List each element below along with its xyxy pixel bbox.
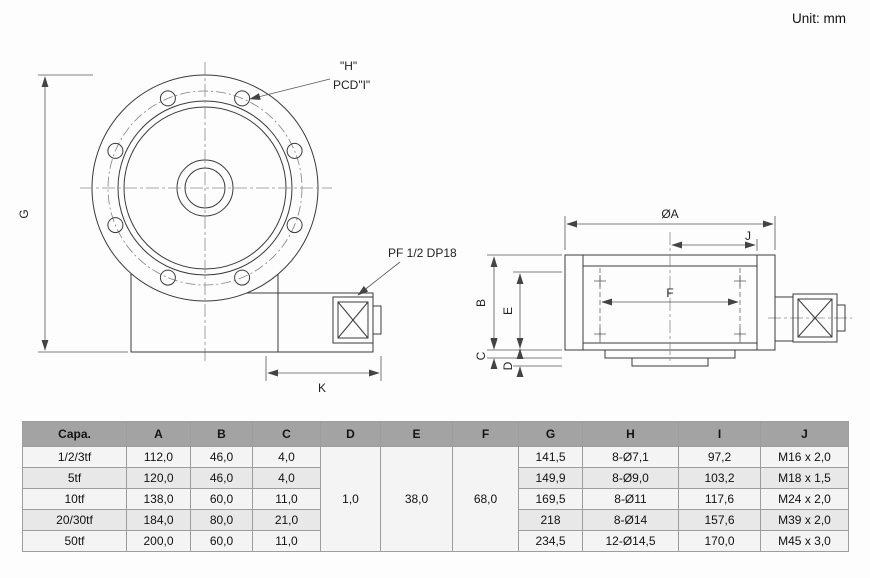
col-header-j: J	[760, 421, 849, 447]
technical-drawing: G K "H" PCD"I" PF 1/2 DP18	[17, 59, 852, 395]
col-header-a: A	[126, 421, 191, 447]
cable-connector-front	[332, 296, 382, 344]
col-header-i: I	[678, 421, 761, 447]
cell-a: 112,0	[126, 446, 191, 468]
cell-c: 4,0	[252, 446, 321, 468]
cell-i: 157,6	[678, 509, 761, 531]
cell-c: 11,0	[252, 530, 321, 552]
dim-label-j: J	[745, 229, 751, 243]
col-header-capa: Capa.	[22, 421, 127, 447]
cell-capa: 50tf	[22, 530, 127, 552]
label-pcd-i: PCD"I"	[333, 78, 370, 92]
side-view	[564, 232, 852, 367]
pcd-leader-line	[249, 78, 331, 100]
label-h: "H"	[340, 59, 357, 73]
cell-h: 12-Ø14,5	[582, 530, 679, 552]
cell-i: 117,6	[678, 488, 761, 510]
cell-a: 120,0	[126, 467, 191, 489]
side-dimensions	[487, 216, 776, 378]
cell-a: 138,0	[126, 488, 191, 510]
cell-c: 21,0	[252, 509, 321, 531]
dim-label-b: B	[474, 299, 488, 307]
cell-j: M39 x 2,0	[760, 509, 849, 531]
cell-a: 200,0	[126, 530, 191, 552]
cell-j: M45 x 3,0	[760, 530, 849, 552]
cell-j: M24 x 2,0	[760, 488, 849, 510]
table-row: 50tf 200,0 60,0 11,0 234,5 12-Ø14,5 170,…	[22, 530, 849, 552]
front-dimensions	[38, 74, 401, 381]
cell-h: 8-Ø14	[582, 509, 679, 531]
label-pf: PF 1/2 DP18	[388, 246, 457, 260]
dim-label-g: G	[17, 209, 31, 218]
cell-g: 234,5	[518, 530, 583, 552]
col-header-g: G	[518, 421, 583, 447]
dim-label-oa: ØA	[661, 207, 678, 221]
cell-b: 46,0	[190, 467, 253, 489]
bolt-cross-marks	[594, 275, 746, 340]
cell-g: 141,5	[518, 446, 583, 468]
cell-g: 149,9	[518, 467, 583, 489]
front-view	[80, 62, 382, 362]
bolt-holes	[107, 90, 303, 286]
cable-connector-side	[774, 293, 846, 343]
cell-f-shared: 68,0	[452, 446, 519, 552]
col-header-d: D	[320, 421, 381, 447]
col-header-b: B	[190, 421, 253, 447]
cell-i: 103,2	[678, 467, 761, 489]
cell-b: 60,0	[190, 488, 253, 510]
cell-j: M16 x 2,0	[760, 446, 849, 468]
cell-h: 8-Ø7,1	[582, 446, 679, 468]
cell-h: 8-Ø9,0	[582, 467, 679, 489]
cell-c: 4,0	[252, 467, 321, 489]
unit-label: Unit: mm	[792, 11, 846, 26]
col-header-h: H	[582, 421, 679, 447]
dim-label-f: F	[666, 286, 673, 300]
dim-label-d: D	[501, 361, 515, 370]
dim-label-c: C	[474, 351, 488, 360]
dim-label-k: K	[318, 381, 326, 395]
cell-e-shared: 38,0	[380, 446, 453, 552]
cell-g: 218	[518, 509, 583, 531]
cell-g: 169,5	[518, 488, 583, 510]
cell-b: 46,0	[190, 446, 253, 468]
cell-c: 11,0	[252, 488, 321, 510]
cell-i: 97,2	[678, 446, 761, 468]
cell-b: 60,0	[190, 530, 253, 552]
table-row: 20/30tf 184,0 80,0 21,0 218 8-Ø14 157,6 …	[22, 509, 849, 531]
dimension-table: Capa. A B C D E F G H I J 1/2/3tf 112,0 …	[22, 421, 849, 552]
cell-h: 8-Ø11	[582, 488, 679, 510]
col-header-f: F	[452, 421, 519, 447]
pf-leader-line	[357, 261, 401, 296]
cell-a: 184,0	[126, 509, 191, 531]
col-header-c: C	[252, 421, 321, 447]
table-row: 5tf 120,0 46,0 4,0 149,9 8-Ø9,0 103,2 M1…	[22, 467, 849, 489]
cell-capa: 10tf	[22, 488, 127, 510]
table-header-row: Capa. A B C D E F G H I J	[22, 421, 849, 447]
dim-label-e: E	[501, 307, 515, 315]
cell-capa: 5tf	[22, 467, 127, 489]
cell-capa: 20/30tf	[22, 509, 127, 531]
table-row: 1/2/3tf 112,0 46,0 4,0 1,0 38,0 68,0 141…	[22, 446, 849, 552]
cell-b: 80,0	[190, 509, 253, 531]
cell-capa: 1/2/3tf	[22, 446, 127, 468]
col-header-e: E	[380, 421, 453, 447]
cell-j: M18 x 1,5	[760, 467, 849, 489]
cell-d-shared: 1,0	[320, 446, 381, 552]
cell-i: 170,0	[678, 530, 761, 552]
